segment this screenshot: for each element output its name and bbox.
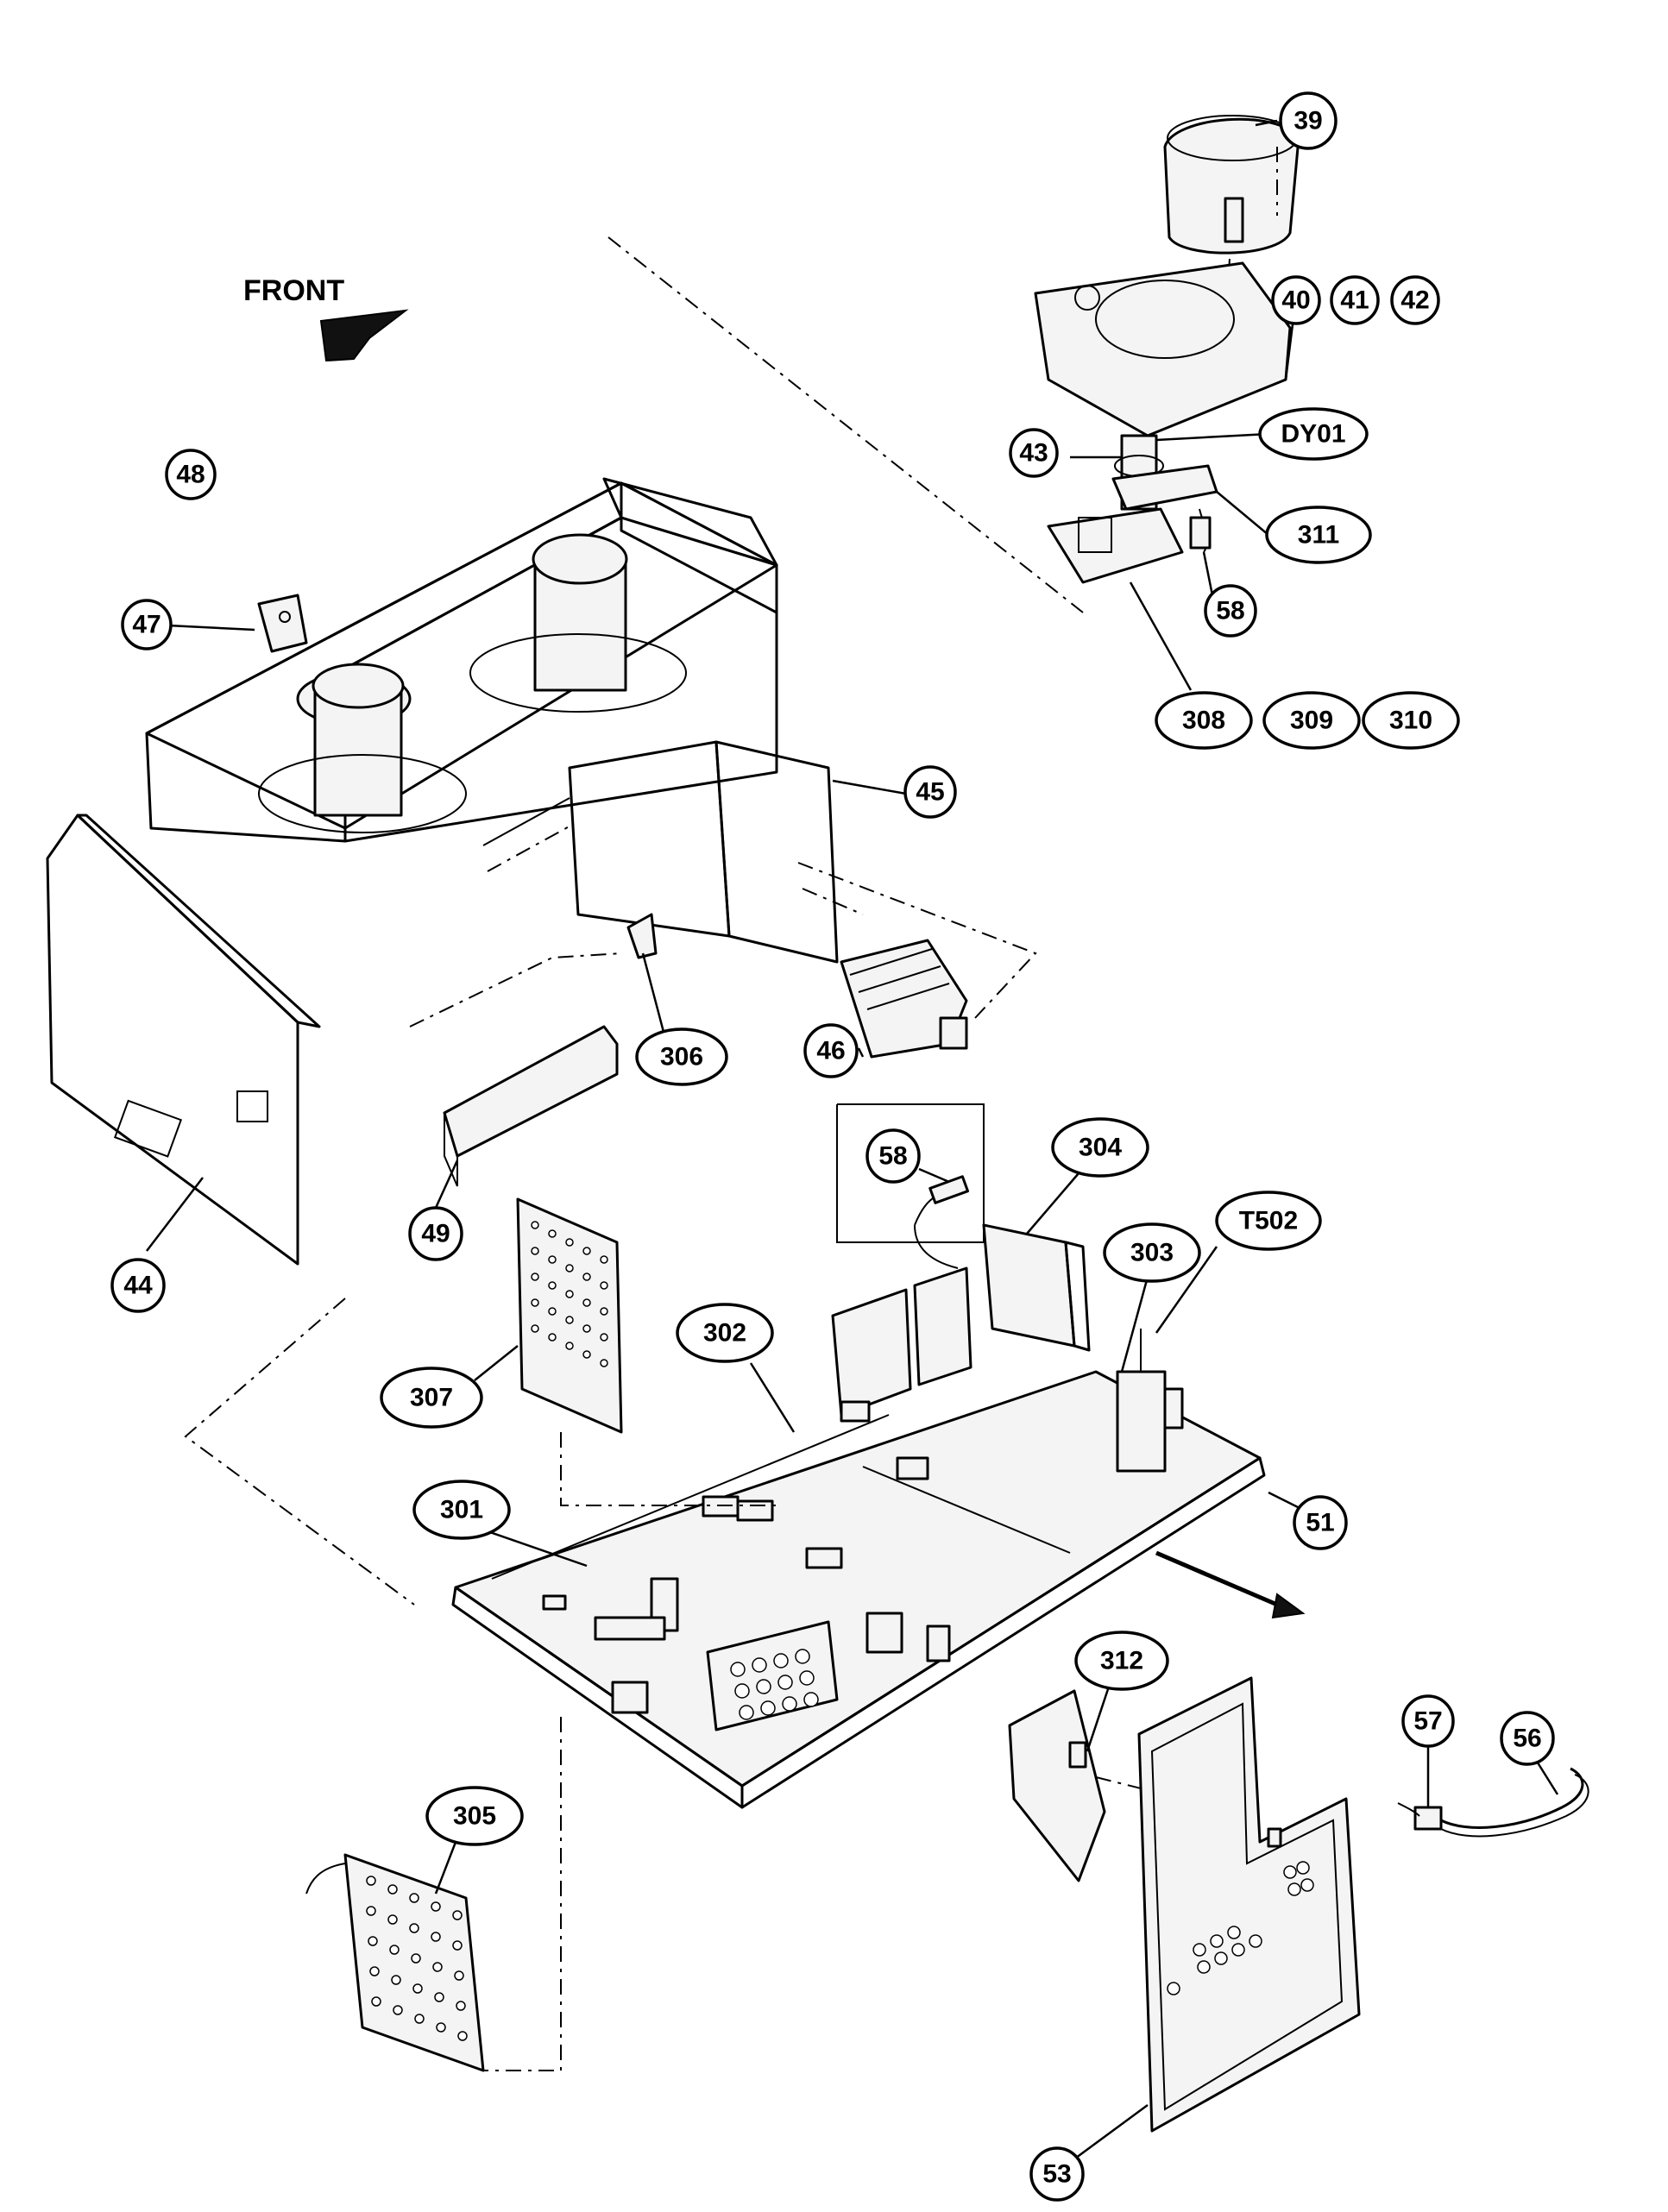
board-jack-panel xyxy=(706,1612,951,1731)
rear-arrow xyxy=(1155,1550,1306,1619)
shield-305 xyxy=(305,1717,562,2072)
side-panel-44 xyxy=(46,814,299,1266)
callout-t502: T502 xyxy=(1215,1191,1322,1251)
power-cord xyxy=(1397,1767,1589,1838)
callout-301: 301 xyxy=(412,1480,511,1540)
svg-text:308: 308 xyxy=(1182,707,1225,735)
svg-text:312: 312 xyxy=(1100,1647,1143,1675)
crt-left xyxy=(258,663,467,833)
svg-text:302: 302 xyxy=(703,1319,746,1348)
connector-block-46 xyxy=(840,939,968,1059)
heatsink-pair xyxy=(831,1266,972,1417)
front-arrow-icon xyxy=(319,309,409,362)
svg-text:44: 44 xyxy=(123,1272,153,1300)
callout-51: 51 xyxy=(1293,1495,1348,1550)
svg-text:305: 305 xyxy=(453,1802,496,1831)
callout-307: 307 xyxy=(380,1367,483,1429)
cord-clamp-57 xyxy=(1413,1806,1443,1831)
lens-clip xyxy=(1224,197,1244,243)
lens-bracket-plate xyxy=(1034,261,1292,437)
svg-text:301: 301 xyxy=(440,1496,483,1524)
module-304 xyxy=(982,1223,1091,1352)
callout-dy01: DY01 xyxy=(1258,407,1369,461)
callout-302: 302 xyxy=(676,1303,774,1363)
callout-303: 303 xyxy=(1103,1222,1201,1283)
svg-text:47: 47 xyxy=(132,611,161,639)
callout-306: 306 xyxy=(635,1027,728,1086)
svg-text:53: 53 xyxy=(1042,2160,1071,2189)
callout-58-lower: 58 xyxy=(865,1128,921,1184)
callout-308: 308 xyxy=(1155,691,1253,750)
svg-text:41: 41 xyxy=(1340,286,1369,315)
callout-304: 304 xyxy=(1051,1117,1149,1178)
svg-text:310: 310 xyxy=(1389,707,1432,735)
svg-text:304: 304 xyxy=(1079,1134,1122,1162)
callout-45: 45 xyxy=(903,765,957,819)
callout-56: 56 xyxy=(1500,1711,1555,1766)
callout-48: 48 xyxy=(165,449,217,500)
svg-text:58: 58 xyxy=(1216,597,1244,625)
bracket-49 xyxy=(443,1025,619,1187)
callout-42: 42 xyxy=(1390,275,1440,325)
callout-57: 57 xyxy=(1401,1694,1455,1748)
part-306 xyxy=(626,913,658,959)
front-indicator: FRONT xyxy=(243,274,409,362)
callout-47: 47 xyxy=(121,599,173,650)
bracket-45 xyxy=(714,740,839,964)
svg-text:48: 48 xyxy=(176,461,205,489)
leader-lines xyxy=(146,119,1559,2167)
svg-text:45: 45 xyxy=(916,778,944,807)
svg-text:58: 58 xyxy=(878,1142,907,1171)
callout-39: 39 xyxy=(1279,91,1338,150)
svg-text:46: 46 xyxy=(816,1037,845,1065)
svg-text:39: 39 xyxy=(1293,107,1322,135)
callout-46: 46 xyxy=(803,1023,859,1078)
callout-58-top: 58 xyxy=(1204,584,1257,638)
main-pcb-assembly xyxy=(451,1223,1266,1809)
callout-43: 43 xyxy=(1009,428,1059,478)
svg-text:DY01: DY01 xyxy=(1281,420,1345,449)
shield-307 xyxy=(516,1197,781,1506)
main-chassis-frame xyxy=(46,477,839,1266)
svg-text:42: 42 xyxy=(1400,286,1429,315)
crt-right xyxy=(469,533,687,713)
callout-41: 41 xyxy=(1330,275,1380,325)
svg-text:56: 56 xyxy=(1513,1725,1541,1753)
callout-309: 309 xyxy=(1262,691,1361,750)
callout-312: 312 xyxy=(1074,1631,1169,1691)
callouts: 39 40 41 42 DY01 43 311 58 308 309 310 4… xyxy=(110,91,1555,2202)
svg-text:306: 306 xyxy=(660,1043,703,1071)
callout-40: 40 xyxy=(1271,275,1321,325)
rear-panel-53 xyxy=(1137,1676,1361,2133)
svg-text:303: 303 xyxy=(1130,1239,1174,1267)
callout-311: 311 xyxy=(1265,506,1372,564)
svg-text:311: 311 xyxy=(1298,521,1339,550)
bracket-47 xyxy=(257,594,308,653)
svg-text:51: 51 xyxy=(1306,1509,1334,1537)
svg-text:40: 40 xyxy=(1281,286,1310,315)
svg-text:49: 49 xyxy=(421,1220,450,1248)
svg-text:43: 43 xyxy=(1019,439,1048,468)
svg-text:T502: T502 xyxy=(1239,1207,1298,1235)
cable-58-inset xyxy=(836,1103,985,1269)
callout-53: 53 xyxy=(1029,2146,1085,2202)
callout-44: 44 xyxy=(110,1258,166,1313)
svg-text:307: 307 xyxy=(410,1384,453,1412)
callout-310: 310 xyxy=(1362,691,1460,750)
lens-assembly xyxy=(607,115,1300,613)
callout-305: 305 xyxy=(425,1786,524,1846)
lens-cap-39 xyxy=(1163,117,1300,255)
svg-text:57: 57 xyxy=(1413,1707,1442,1736)
front-label: FRONT xyxy=(243,274,344,307)
flyback-t502 xyxy=(1116,1329,1184,1473)
svg-text:309: 309 xyxy=(1290,707,1333,735)
callout-49: 49 xyxy=(408,1206,463,1261)
socket-board-308 xyxy=(1047,507,1184,584)
